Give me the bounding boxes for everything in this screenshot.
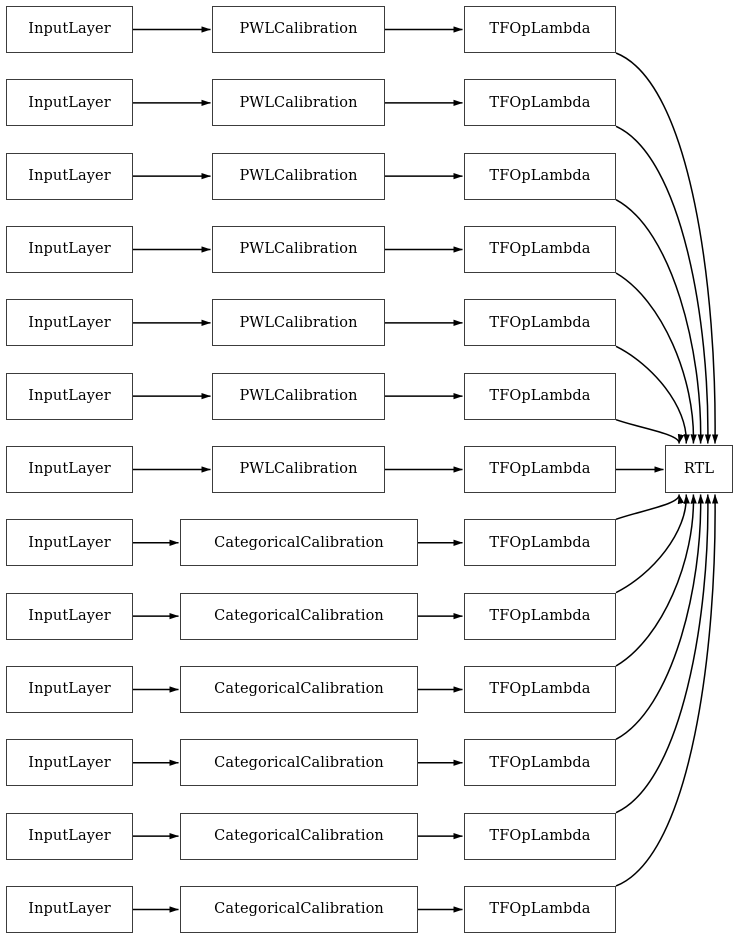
calibration-node-1[interactable]: PWLCalibration xyxy=(212,79,385,127)
lambda-node-5[interactable]: TFOpLambda xyxy=(464,372,616,420)
node-label: TFOpLambda xyxy=(489,314,591,331)
lambda-node-2[interactable]: TFOpLambda xyxy=(464,152,616,200)
node-label: CategoricalCalibration xyxy=(214,681,384,698)
lambda-node-7[interactable]: TFOpLambda xyxy=(464,519,616,567)
input-layer-node-7[interactable]: InputLayer xyxy=(6,519,133,567)
node-label: TFOpLambda xyxy=(489,167,591,184)
calibration-node-4[interactable]: PWLCalibration xyxy=(212,299,385,347)
calibration-node-12[interactable]: CategoricalCalibration xyxy=(180,885,418,933)
node-label: PWLCalibration xyxy=(239,167,358,184)
edge-lambda-to-rtl-1 xyxy=(615,125,712,444)
node-label: InputLayer xyxy=(28,461,111,478)
node-label: PWLCalibration xyxy=(239,314,358,331)
node-label: PWLCalibration xyxy=(239,387,358,404)
edge-lambda-to-rtl-9 xyxy=(615,494,697,667)
node-label: InputLayer xyxy=(28,901,111,918)
calibration-node-7[interactable]: CategoricalCalibration xyxy=(180,519,418,567)
lambda-node-8[interactable]: TFOpLambda xyxy=(464,592,616,640)
lambda-node-10[interactable]: TFOpLambda xyxy=(464,739,616,787)
calibration-node-5[interactable]: PWLCalibration xyxy=(212,372,385,420)
input-layer-node-4[interactable]: InputLayer xyxy=(6,299,133,347)
edge-lambda-to-rtl-2 xyxy=(615,198,704,444)
node-label: TFOpLambda xyxy=(489,461,591,478)
edge-lambda-to-rtl-8 xyxy=(615,494,690,594)
input-layer-node-9[interactable]: InputLayer xyxy=(6,665,133,713)
node-label: InputLayer xyxy=(28,827,111,844)
node-label: TFOpLambda xyxy=(489,827,591,844)
node-label: TFOpLambda xyxy=(489,534,591,551)
input-layer-node-10[interactable]: InputLayer xyxy=(6,739,133,787)
edge-lambda-to-rtl-10 xyxy=(615,494,704,740)
node-label: CategoricalCalibration xyxy=(214,827,384,844)
calibration-node-9[interactable]: CategoricalCalibration xyxy=(180,665,418,713)
node-label: TFOpLambda xyxy=(489,754,591,771)
input-layer-node-0[interactable]: InputLayer xyxy=(6,6,133,53)
lambda-node-0[interactable]: TFOpLambda xyxy=(464,6,616,53)
calibration-node-8[interactable]: CategoricalCalibration xyxy=(180,592,418,640)
edge-lambda-to-rtl-12 xyxy=(615,494,719,887)
node-label: RTL xyxy=(683,460,715,477)
input-layer-node-11[interactable]: InputLayer xyxy=(6,812,133,860)
node-label: InputLayer xyxy=(28,241,111,258)
node-label: PWLCalibration xyxy=(239,461,358,478)
node-label: TFOpLambda xyxy=(489,607,591,624)
node-label: CategoricalCalibration xyxy=(214,607,384,624)
node-label: InputLayer xyxy=(28,607,111,624)
calibration-node-0[interactable]: PWLCalibration xyxy=(212,6,385,53)
node-label: InputLayer xyxy=(28,387,111,404)
node-label: InputLayer xyxy=(28,94,111,111)
edge-lambda-to-rtl-0 xyxy=(615,52,719,444)
node-label: InputLayer xyxy=(28,21,111,38)
node-label: InputLayer xyxy=(28,681,111,698)
edge-lambda-to-rtl-5 xyxy=(615,418,685,444)
node-label: InputLayer xyxy=(28,754,111,771)
edge-lambda-to-rtl-7 xyxy=(615,494,685,521)
lambda-node-11[interactable]: TFOpLambda xyxy=(464,812,616,860)
node-label: PWLCalibration xyxy=(239,241,358,258)
calibration-node-2[interactable]: PWLCalibration xyxy=(212,152,385,200)
input-layer-node-2[interactable]: InputLayer xyxy=(6,152,133,200)
lambda-node-6[interactable]: TFOpLambda xyxy=(464,445,616,493)
rtl-node[interactable]: RTL xyxy=(665,445,733,493)
edge-lambda-to-rtl-11 xyxy=(615,494,712,814)
input-layer-node-5[interactable]: InputLayer xyxy=(6,372,133,420)
calibration-node-10[interactable]: CategoricalCalibration xyxy=(180,739,418,787)
lambda-node-9[interactable]: TFOpLambda xyxy=(464,665,616,713)
node-label: TFOpLambda xyxy=(489,94,591,111)
input-layer-node-8[interactable]: InputLayer xyxy=(6,592,133,640)
node-label: PWLCalibration xyxy=(239,94,358,111)
lambda-node-12[interactable]: TFOpLambda xyxy=(464,885,616,933)
node-label: CategoricalCalibration xyxy=(214,534,384,551)
node-label: InputLayer xyxy=(28,167,111,184)
lambda-node-4[interactable]: TFOpLambda xyxy=(464,299,616,347)
edge-lambda-to-rtl-4 xyxy=(615,345,690,444)
node-label: InputLayer xyxy=(28,314,111,331)
input-layer-node-6[interactable]: InputLayer xyxy=(6,445,133,493)
input-layer-node-12[interactable]: InputLayer xyxy=(6,885,133,933)
calibration-node-11[interactable]: CategoricalCalibration xyxy=(180,812,418,860)
lambda-node-1[interactable]: TFOpLambda xyxy=(464,79,616,127)
node-label: CategoricalCalibration xyxy=(214,754,384,771)
node-label: TFOpLambda xyxy=(489,241,591,258)
node-label: TFOpLambda xyxy=(489,387,591,404)
input-layer-node-1[interactable]: InputLayer xyxy=(6,79,133,127)
node-label: InputLayer xyxy=(28,534,111,551)
node-label: TFOpLambda xyxy=(489,21,591,38)
node-label: TFOpLambda xyxy=(489,901,591,918)
node-label: PWLCalibration xyxy=(239,21,358,38)
node-label: CategoricalCalibration xyxy=(214,901,384,918)
calibration-node-6[interactable]: PWLCalibration xyxy=(212,445,385,493)
edge-lambda-to-rtl-3 xyxy=(615,272,697,444)
input-layer-node-3[interactable]: InputLayer xyxy=(6,225,133,273)
calibration-node-3[interactable]: PWLCalibration xyxy=(212,225,385,273)
node-label: TFOpLambda xyxy=(489,681,591,698)
lambda-node-3[interactable]: TFOpLambda xyxy=(464,225,616,273)
